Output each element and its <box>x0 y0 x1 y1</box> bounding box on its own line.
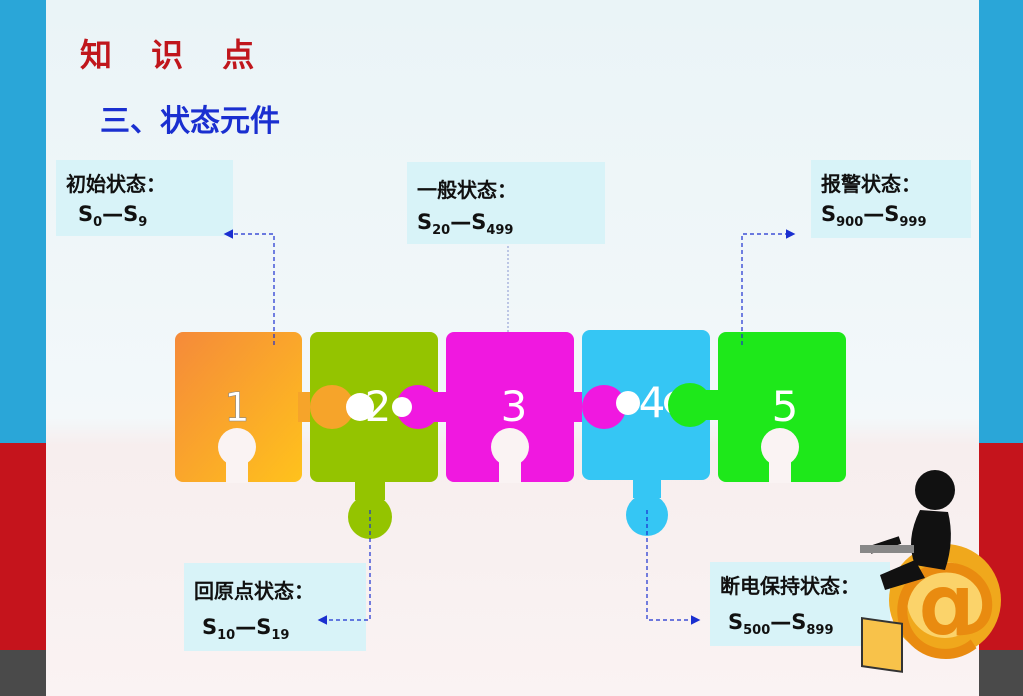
connector-return <box>317 510 371 625</box>
state-range: S0—S9 <box>78 202 148 231</box>
state-label: 报警状态： <box>821 172 921 196</box>
right-dark-band <box>979 650 1023 696</box>
puzzle-piece-3: 3 <box>392 332 626 483</box>
left-blue-band <box>0 0 46 443</box>
piece-number: 3 <box>501 382 528 431</box>
state-label: 初始状态： <box>66 172 166 196</box>
figure-at-laptop-icon: @ <box>860 470 1001 673</box>
right-blue-band <box>979 0 1023 443</box>
state-label: 断电保持状态： <box>720 574 860 598</box>
state-box-retentive: 断电保持状态： S500—S899 <box>710 562 890 646</box>
puzzle-piece-5: 5 <box>668 332 846 483</box>
connector-initial <box>223 229 275 345</box>
piece-number: 4 <box>639 378 666 427</box>
state-range: S900—S999 <box>821 202 927 231</box>
puzzle-piece-2: 2 <box>310 332 438 539</box>
left-red-band <box>0 443 46 650</box>
piece-number: 5 <box>772 382 799 431</box>
state-range: S500—S899 <box>728 610 834 639</box>
state-box-return: 回原点状态： S10—S19 <box>184 563 366 651</box>
state-box-alarm: 报警状态： S900—S999 <box>811 160 971 238</box>
slide-subtitle: 三、状态元件 <box>100 104 280 139</box>
puzzle-piece-1: 1 <box>175 332 354 483</box>
state-range: S20—S499 <box>417 210 514 239</box>
slide-title: 知 识 点 <box>80 36 269 74</box>
puzzle-piece-4: 4 <box>582 330 710 536</box>
state-label: 一般状态： <box>417 178 517 202</box>
left-dark-band <box>0 650 46 696</box>
connector-alarm <box>741 229 796 345</box>
state-box-general: 一般状态： S20—S499 <box>407 162 605 244</box>
state-label: 回原点状态： <box>194 579 314 603</box>
piece-number: 1 <box>224 385 249 431</box>
connector-retentive <box>646 510 701 625</box>
state-range: S10—S19 <box>202 615 290 644</box>
state-box-initial: 初始状态： S0—S9 <box>56 160 233 236</box>
piece-number: 2 <box>365 382 392 431</box>
